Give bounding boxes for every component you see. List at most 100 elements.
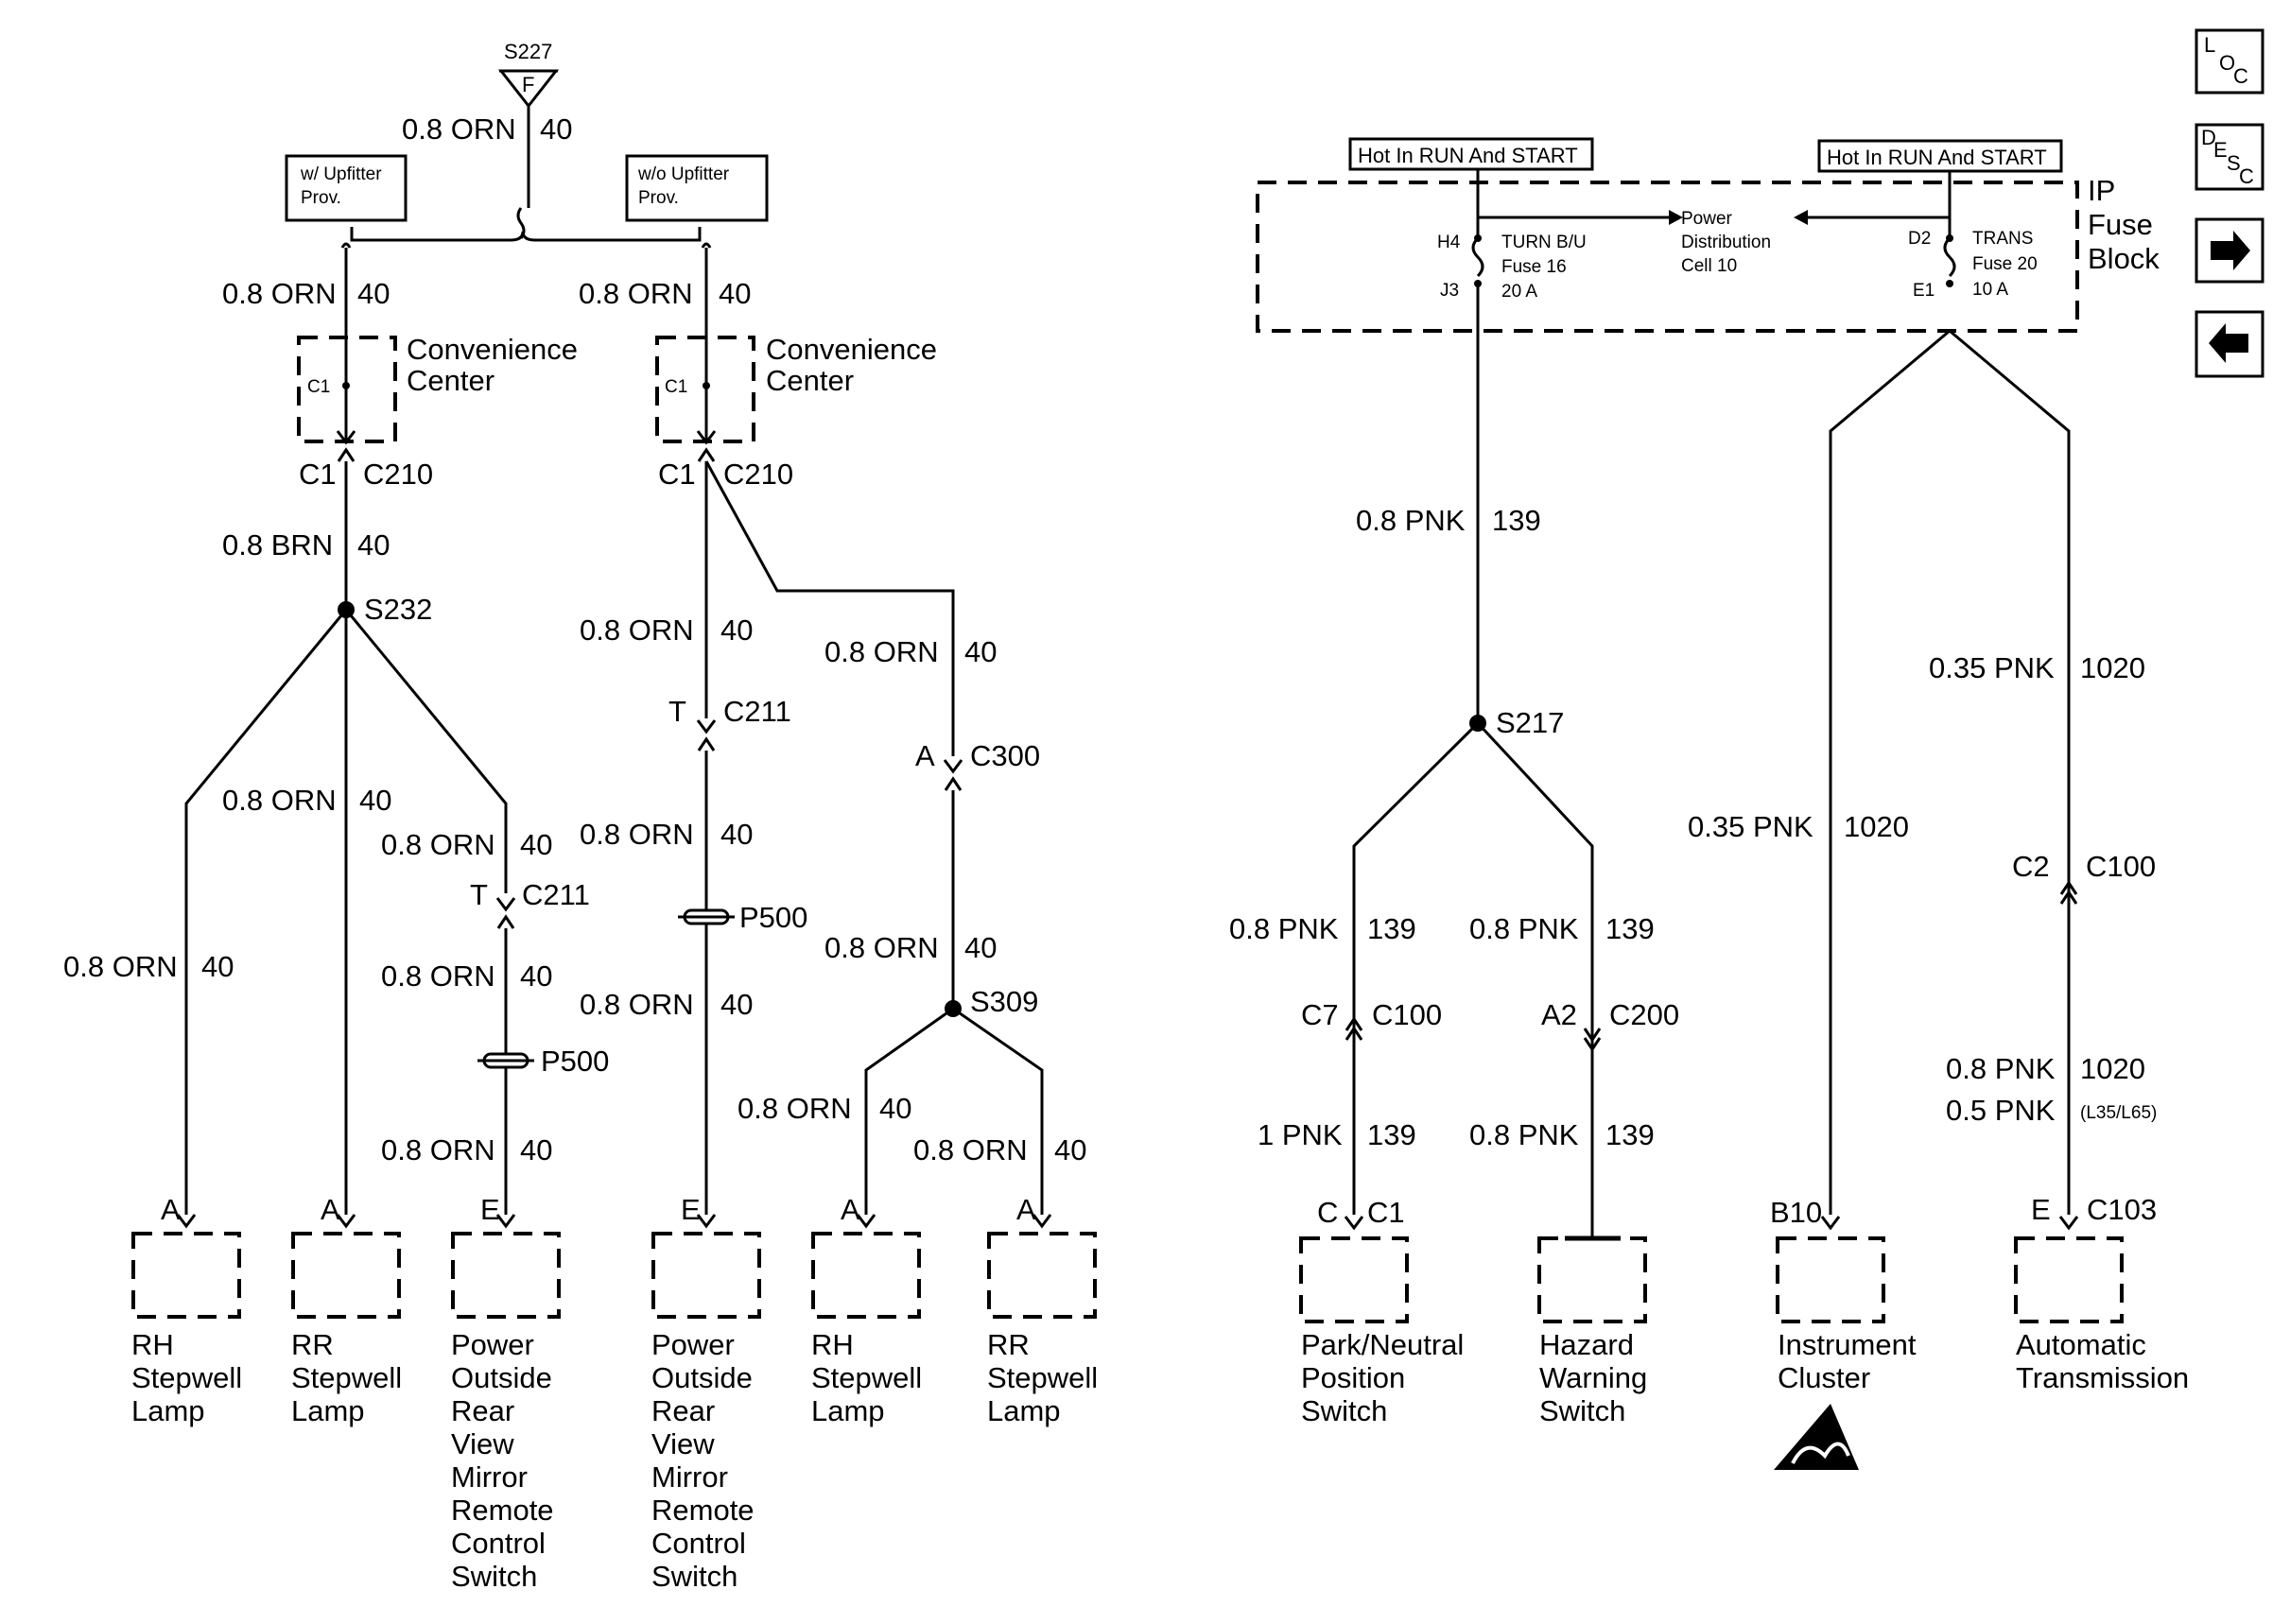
- svg-text:P500: P500: [739, 901, 807, 934]
- svg-text:139: 139: [1367, 1118, 1416, 1151]
- hot-label-1: Hot In RUN And START: [1348, 137, 1594, 171]
- svg-text:40: 40: [357, 528, 390, 561]
- esd-warning-icon: [1774, 1404, 1859, 1470]
- svg-text:T: T: [668, 695, 686, 728]
- with-upfitter-box: w/ Upfitter Prov.: [285, 154, 408, 222]
- component-label: Switch: [1301, 1394, 1387, 1427]
- component-label: Power: [651, 1328, 735, 1361]
- svg-text:40: 40: [201, 950, 234, 983]
- svg-text:0.8 BRN: 0.8 BRN: [222, 528, 333, 561]
- svg-text:C1: C1: [1367, 1196, 1405, 1229]
- svg-text:D2: D2: [1908, 229, 1931, 249]
- svg-text:Fuse: Fuse: [2088, 208, 2153, 241]
- component-label: RH: [131, 1328, 174, 1361]
- svg-text:A2: A2: [1541, 998, 1577, 1031]
- component-label: Control: [451, 1527, 546, 1560]
- svg-text:Distribution: Distribution: [1681, 233, 1771, 252]
- svg-text:40: 40: [357, 277, 390, 310]
- svg-text:139: 139: [1492, 504, 1541, 537]
- component-pin: A: [841, 1193, 860, 1226]
- component-label: Position: [1301, 1361, 1405, 1394]
- svg-text:40: 40: [1054, 1133, 1086, 1166]
- svg-text:T: T: [470, 878, 488, 911]
- svg-text:Convenience: Convenience: [766, 333, 937, 366]
- svg-text:10 A: 10 A: [1972, 280, 2008, 300]
- svg-text:C103: C103: [2087, 1193, 2157, 1226]
- component-label: RR: [987, 1328, 1030, 1361]
- wire-label: 0.8 ORN: [402, 112, 516, 146]
- svg-text:Hot In RUN And START: Hot In RUN And START: [1358, 144, 1578, 167]
- svg-text:20 A: 20 A: [1501, 282, 1537, 302]
- svg-text:D: D: [2201, 126, 2216, 149]
- component-label: Warning: [1539, 1361, 1647, 1394]
- svg-text:Block: Block: [2088, 242, 2160, 275]
- svg-text:0.8 ORN: 0.8 ORN: [381, 828, 495, 861]
- next-arrow-button[interactable]: [2195, 217, 2264, 284]
- svg-text:Fuse 20: Fuse 20: [1972, 254, 2038, 274]
- component-label: Cluster: [1778, 1361, 1870, 1394]
- hot-label-2: Hot In RUN And START: [1817, 139, 2063, 173]
- component-pin: A: [1016, 1193, 1036, 1226]
- svg-text:0.8 PNK: 0.8 PNK: [1229, 912, 1339, 945]
- svg-text:S217: S217: [1496, 706, 1564, 739]
- svg-text:TRANS: TRANS: [1972, 229, 2033, 249]
- arrow-right-icon: [2211, 231, 2250, 270]
- svg-text:A: A: [915, 739, 935, 772]
- svg-text:0.8 ORN: 0.8 ORN: [824, 635, 939, 668]
- component-label: Remote: [451, 1494, 554, 1527]
- svg-text:0.8 ORN: 0.8 ORN: [222, 784, 337, 817]
- svg-text:E1: E1: [1913, 281, 1935, 301]
- component-label: Control: [651, 1527, 746, 1560]
- svg-text:40: 40: [520, 959, 552, 993]
- svg-text:H4: H4: [1437, 233, 1461, 252]
- component-label: Stepwell: [131, 1361, 242, 1394]
- component-pin: A: [161, 1193, 181, 1226]
- component-label: Switch: [1539, 1394, 1625, 1427]
- svg-text:Convenience: Convenience: [407, 333, 578, 366]
- svg-text:O: O: [2219, 51, 2235, 75]
- svg-text:S227: S227: [504, 40, 552, 63]
- svg-text:0.35 PNK: 0.35 PNK: [1688, 810, 1813, 843]
- splice-s227: S227 F: [497, 40, 560, 109]
- svg-text:0.8 ORN: 0.8 ORN: [381, 1133, 495, 1166]
- svg-text:IP: IP: [2088, 174, 2115, 207]
- svg-text:C210: C210: [723, 458, 793, 491]
- component-label: Lamp: [131, 1394, 205, 1427]
- svg-text:0.5 PNK: 0.5 PNK: [1946, 1094, 2056, 1127]
- component-label: Lamp: [987, 1394, 1061, 1427]
- svg-text:C: C: [1317, 1196, 1338, 1229]
- component-pin: A: [321, 1193, 340, 1226]
- component-label: View: [651, 1427, 715, 1460]
- desc-button[interactable]: D E S C: [2195, 123, 2264, 191]
- component-label: Mirror: [651, 1460, 728, 1494]
- svg-text:(L35/L65): (L35/L65): [2080, 1103, 2157, 1123]
- svg-text:E: E: [2213, 138, 2228, 162]
- ip-fuse-block: [1256, 181, 2079, 333]
- svg-text:0.8 ORN: 0.8 ORN: [580, 818, 694, 851]
- svg-text:C100: C100: [2086, 850, 2156, 883]
- svg-text:0.8 PNK: 0.8 PNK: [1946, 1052, 2056, 1085]
- svg-text:0.8 ORN: 0.8 ORN: [63, 950, 178, 983]
- component-label: Power: [451, 1328, 534, 1361]
- svg-text:40: 40: [359, 784, 391, 817]
- svg-text:40: 40: [719, 277, 751, 310]
- svg-text:C1: C1: [299, 458, 337, 491]
- svg-text:w/ Upfitter: w/ Upfitter: [300, 164, 382, 184]
- svg-text:S232: S232: [364, 593, 432, 626]
- svg-text:1020: 1020: [2080, 651, 2145, 684]
- prev-arrow-button[interactable]: [2195, 310, 2264, 378]
- component-label: Outside: [451, 1361, 552, 1394]
- svg-text:Cell 10: Cell 10: [1681, 256, 1737, 276]
- loc-button[interactable]: L O C: [2195, 28, 2264, 95]
- component-label: View: [451, 1427, 514, 1460]
- component-pin: E: [681, 1193, 701, 1226]
- component-label: Switch: [451, 1560, 537, 1593]
- svg-text:S: S: [2227, 151, 2241, 175]
- svg-text:0.8 ORN: 0.8 ORN: [580, 613, 694, 647]
- svg-text:P500: P500: [541, 1045, 609, 1078]
- svg-text:40: 40: [964, 635, 997, 668]
- svg-text:J3: J3: [1440, 281, 1459, 301]
